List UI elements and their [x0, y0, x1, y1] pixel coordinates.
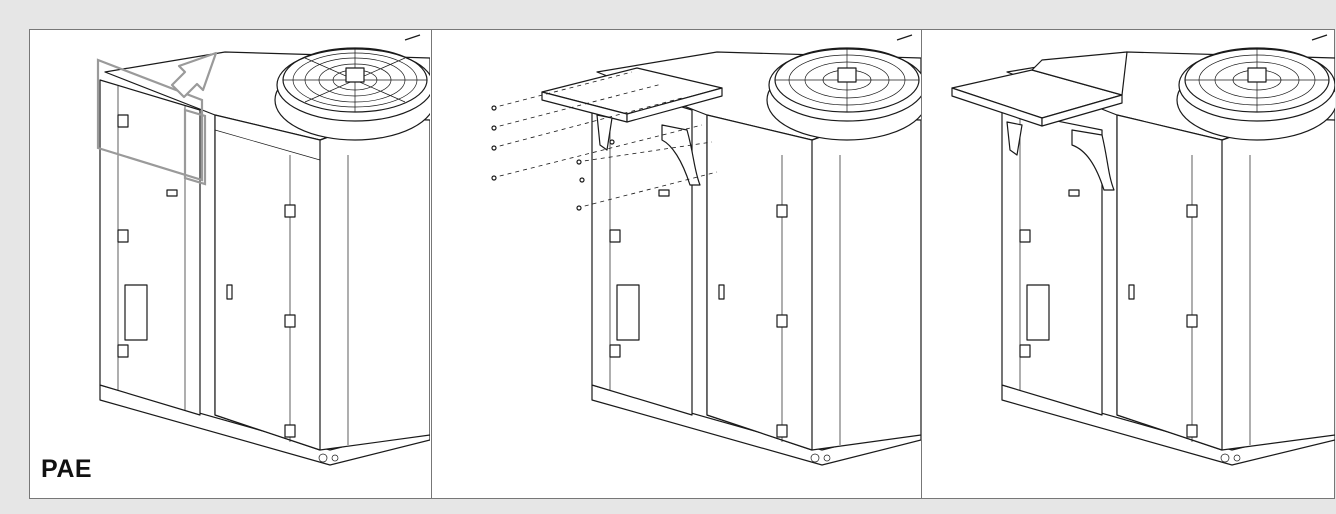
model-label: PAE	[41, 455, 93, 483]
rain-hood-installed	[951, 51, 1128, 191]
base-skid	[99, 384, 430, 466]
unit-front	[214, 114, 321, 451]
highlight-top-edge	[96, 58, 204, 182]
step-3-panel	[921, 30, 1335, 498]
highlight-bracket	[183, 108, 207, 186]
door-grille	[124, 284, 148, 341]
unit-drawing-step-2	[491, 34, 921, 466]
unit-drawing-step-1	[96, 34, 430, 466]
rain-hood-part	[541, 67, 723, 186]
step-2-panel	[431, 30, 921, 498]
step-1-panel: PAE	[30, 30, 430, 498]
instruction-figure: PAE	[29, 29, 1335, 499]
arrow-down-left-icon	[170, 51, 218, 99]
fastener-guides	[491, 71, 718, 211]
unit-drawing-step-3	[951, 34, 1335, 466]
